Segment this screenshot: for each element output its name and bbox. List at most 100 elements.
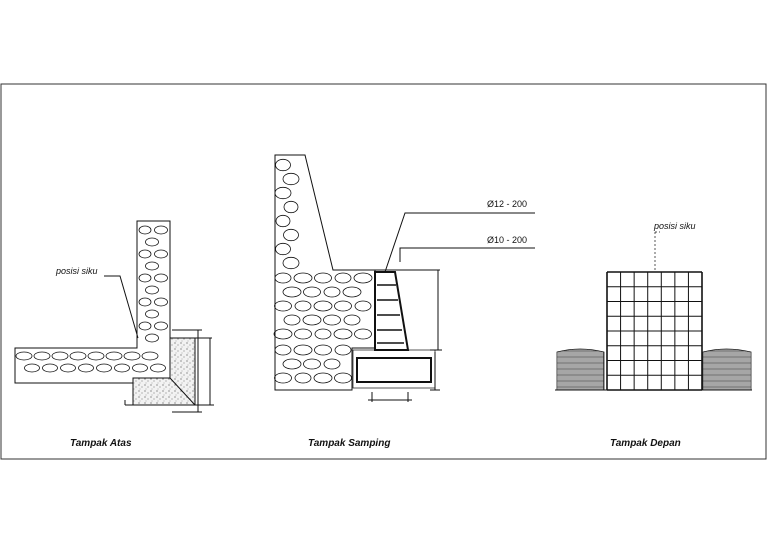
stone [275, 158, 291, 172]
stone [138, 321, 152, 331]
side-view-rebar-bottom-label: Ø10 - 200 [487, 235, 527, 245]
side-view-stem-rebar [374, 271, 410, 351]
stone [78, 363, 94, 373]
stone [303, 358, 321, 370]
side-view-leader-bottom [399, 247, 535, 262]
front-view-title: Tampak Depan [610, 438, 681, 449]
stone [274, 186, 292, 200]
stone [354, 328, 372, 340]
stone [334, 300, 352, 312]
stone [60, 363, 76, 373]
stone [283, 200, 299, 214]
stone [145, 285, 159, 295]
stone [334, 344, 352, 356]
stone [138, 249, 152, 259]
side-view-title: Tampak Samping [308, 438, 390, 449]
stone [15, 351, 33, 361]
stone [96, 363, 112, 373]
stone [274, 300, 292, 312]
stone [353, 272, 373, 284]
stone [302, 314, 322, 326]
stone [154, 297, 168, 307]
stone [282, 358, 302, 370]
stone [293, 272, 313, 284]
stone [138, 225, 152, 235]
top-view-dim-c [124, 400, 210, 406]
stone [294, 372, 312, 384]
side-view-dim-width [368, 392, 412, 402]
top-view-stones [15, 225, 168, 373]
stone [138, 273, 152, 283]
stone [323, 286, 341, 298]
stone [145, 237, 159, 247]
front-view-grid [606, 271, 703, 391]
stone [303, 286, 321, 298]
front-view [555, 231, 752, 391]
stone [132, 363, 148, 373]
stone [33, 351, 51, 361]
stone [334, 372, 352, 384]
stone [42, 363, 58, 373]
stone [294, 300, 312, 312]
stone [69, 351, 87, 361]
stone [333, 328, 353, 340]
side-view-leader-top [384, 212, 535, 273]
top-view-title: Tampak Atas [70, 438, 132, 449]
stone [105, 351, 123, 361]
side-view-dim-footing [430, 352, 440, 391]
stone [273, 328, 293, 340]
stone [275, 242, 291, 256]
stone [275, 214, 291, 228]
top-view-stone-wall [14, 220, 171, 384]
side-view-rebar-top-label: Ø12 - 200 [487, 199, 527, 209]
stone [282, 256, 300, 270]
front-view-leader [654, 231, 660, 272]
side-view-dim-height [375, 269, 442, 351]
side-view-stirrups [377, 284, 404, 344]
stone [274, 272, 292, 284]
stone [138, 297, 152, 307]
stone [313, 372, 333, 384]
stone [24, 363, 40, 373]
stone [283, 314, 301, 326]
stone [274, 344, 292, 356]
stone [323, 314, 341, 326]
stone [314, 328, 332, 340]
front-view-note: posisi siku [653, 221, 696, 231]
stone [343, 314, 361, 326]
stone [145, 333, 159, 343]
stone [283, 228, 299, 242]
stone [282, 172, 300, 186]
stone [354, 300, 372, 312]
stone [123, 351, 141, 361]
stone [150, 363, 166, 373]
stone [294, 328, 312, 340]
side-view-stones [273, 158, 373, 384]
stone [145, 309, 159, 319]
top-view-diagonal [169, 377, 196, 406]
stone [51, 351, 69, 361]
stone [313, 300, 333, 312]
stone [323, 358, 341, 370]
stone [334, 272, 352, 284]
side-view [274, 154, 535, 402]
stone [145, 261, 159, 271]
side-view-footing [356, 357, 432, 383]
top-view-note: posisi siku [55, 266, 98, 276]
stone [342, 286, 362, 298]
top-view-leader [104, 275, 139, 339]
front-view-soil-right [702, 348, 752, 391]
stone [293, 344, 313, 356]
stone [154, 225, 168, 235]
stone [274, 372, 292, 384]
stone [314, 272, 332, 284]
sheet-frame [0, 83, 767, 460]
top-view [14, 220, 214, 413]
stone [314, 344, 332, 356]
stone [114, 363, 130, 373]
top-view-dim-a [172, 329, 202, 413]
stone [154, 249, 168, 259]
stone [87, 351, 105, 361]
